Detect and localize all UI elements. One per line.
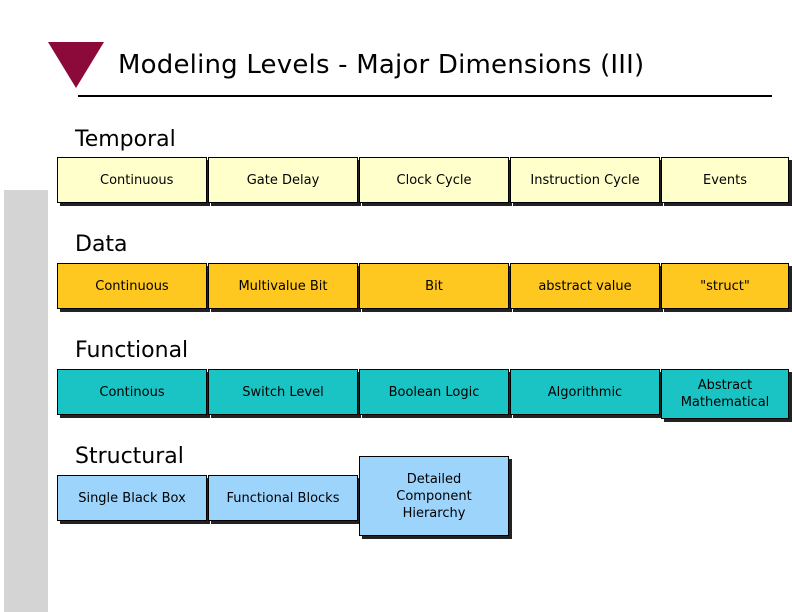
temporal-cell-instruction-cycle: Instruction Cycle [510,157,660,203]
section-label-structural: Structural [75,444,184,469]
title-underline [78,95,772,97]
data-cell-continuous: Continuous [57,263,207,309]
functional-cell-continous: Continous [57,369,207,415]
side-decoration-bar [4,190,48,612]
structural-cell-single-black-box: Single Black Box [57,475,207,521]
data-cell-multivalue-bit: Multivalue Bit [208,263,358,309]
data-cell-struct: "struct" [661,263,789,309]
temporal-cell-clock-cycle: Clock Cycle [359,157,509,203]
structural-cell-functional-blocks: Functional Blocks [208,475,358,521]
data-cell-abstract-value: abstract value [510,263,660,309]
functional-cell-algorithmic: Algorithmic [510,369,660,415]
section-label-temporal: Temporal [75,127,176,152]
section-label-data: Data [75,232,128,257]
temporal-cell-continuous: Continuous [57,157,207,203]
temporal-cell-gate-delay: Gate Delay [208,157,358,203]
functional-cell-boolean-logic: Boolean Logic [359,369,509,415]
functional-cell-switch-level: Switch Level [208,369,358,415]
data-cell-bit: Bit [359,263,509,309]
functional-cell-abstract-mathematical: Abstract Mathematical [661,369,789,419]
slide-title: Modeling Levels - Major Dimensions (III) [118,50,645,80]
title-bullet-triangle-icon [48,42,104,88]
structural-cell-detailed-component-hierarchy: Detailed Component Hierarchy [359,456,509,536]
section-label-functional: Functional [75,338,189,363]
temporal-cell-events: Events [661,157,789,203]
